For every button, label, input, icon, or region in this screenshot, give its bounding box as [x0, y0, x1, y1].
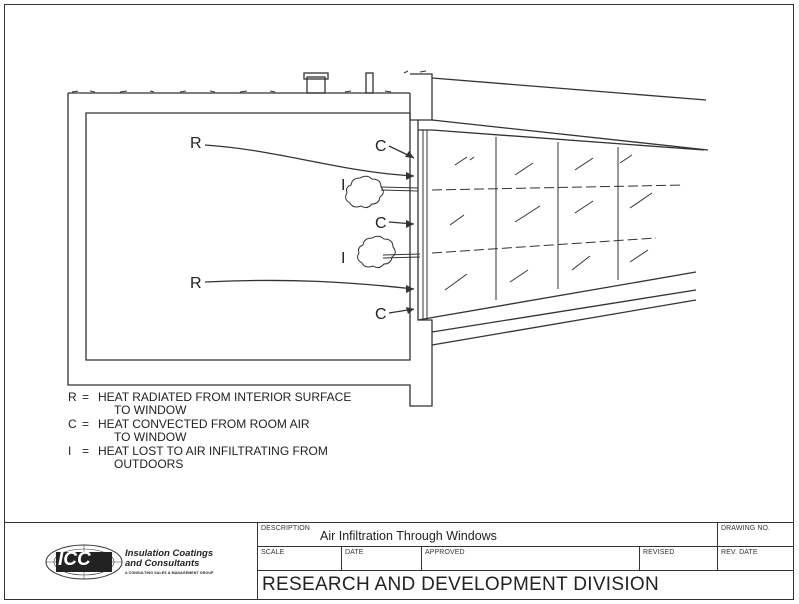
date-label: DATE [345, 549, 364, 556]
label-r-bottom: R [190, 275, 202, 292]
radiation-arrowhead-top [406, 172, 414, 180]
description-label: DESCRIPTION [261, 525, 310, 532]
approved-cell: APPROVED [422, 547, 640, 571]
drawing-frame [4, 4, 794, 600]
label-i-top: I [341, 177, 345, 194]
icc-logo-letters: ICC [58, 549, 91, 568]
legend-eq: = [82, 416, 90, 431]
legend-text-line2: TO WINDOW [114, 430, 187, 445]
date-cell: DATE [342, 547, 422, 571]
infiltration-puff-top [345, 175, 384, 209]
legend-text-line1: HEAT RADIATED FROM INTERIOR SURFACE [98, 390, 352, 404]
parapet [410, 73, 433, 121]
convection-arrowhead-mid [406, 220, 414, 228]
ledge-top [431, 289, 697, 333]
convection-arrowhead-top [405, 151, 414, 158]
drawing-no-cell: DRAWING NO. [718, 523, 794, 547]
rev-date-label: REV. DATE [721, 549, 758, 556]
infiltration-puff-mid [357, 235, 396, 269]
convection-arrowhead-bottom [406, 307, 414, 314]
transom-lower [431, 237, 657, 254]
legend-eq: = [82, 443, 90, 458]
label-r-top: R [190, 135, 202, 152]
room-outline [85, 112, 411, 361]
roof-pipe [365, 72, 374, 94]
scale-cell: SCALE [258, 547, 342, 571]
transom-upper [431, 184, 685, 191]
logo-tagline: A CONSULTING SALES & MANAGEMENT GROUP [125, 571, 214, 575]
legend-text-line1: HEAT CONVECTED FROM ROOM AIR [98, 416, 310, 431]
legend-key: C [68, 416, 77, 431]
legend-key: I [68, 443, 72, 458]
division-title: RESEARCH AND DEVELOPMENT DIVISION [262, 574, 660, 595]
revised-cell: REVISED [640, 547, 718, 571]
svg-text:ICC: ICC [58, 549, 91, 568]
legend-key: R [68, 390, 77, 404]
label-i-mid: I [341, 250, 345, 267]
window-mullions [495, 137, 619, 300]
scale-label: SCALE [261, 549, 285, 556]
radiation-arrowhead-bottom [406, 285, 414, 293]
wall-outline [67, 93, 433, 407]
roof-perspective-bottom [431, 119, 709, 151]
legend-eq: = [82, 390, 90, 404]
legend-text-line2: OUTDOORS [114, 457, 184, 472]
roof-vent-cap [303, 72, 329, 80]
infiltration-line-mid [382, 253, 421, 259]
infiltration-line-top [380, 186, 419, 192]
icc-logo-mark [45, 544, 123, 580]
radiation-arrow-bottom [204, 279, 415, 290]
window-head [418, 129, 705, 151]
description-cell: DESCRIPTION Air Infiltration Through Win… [258, 523, 718, 547]
approved-label: APPROVED [425, 549, 465, 556]
label-c-bottom: C [375, 306, 387, 323]
radiation-arrow-top [204, 144, 415, 177]
description-value: Air Infiltration Through Windows [320, 529, 497, 543]
ledge-bottom [431, 299, 697, 346]
roof-vent [306, 76, 326, 94]
revised-label: REVISED [643, 549, 675, 556]
drawing-no-label: DRAWING NO. [721, 525, 771, 532]
legend-text-line2: TO WINDOW [114, 403, 187, 418]
roof-perspective-top [431, 77, 707, 101]
label-c-top: C [375, 138, 387, 155]
label-c-mid: C [375, 215, 387, 232]
window-frame [417, 130, 428, 320]
legend-text-line1: HEAT LOST TO AIR INFILTRATING FROM [98, 443, 328, 458]
roof-gravel [71, 70, 427, 93]
window-sill [417, 271, 697, 321]
glass-reflections [444, 154, 653, 291]
rev-date-cell: REV. DATE [718, 547, 794, 571]
